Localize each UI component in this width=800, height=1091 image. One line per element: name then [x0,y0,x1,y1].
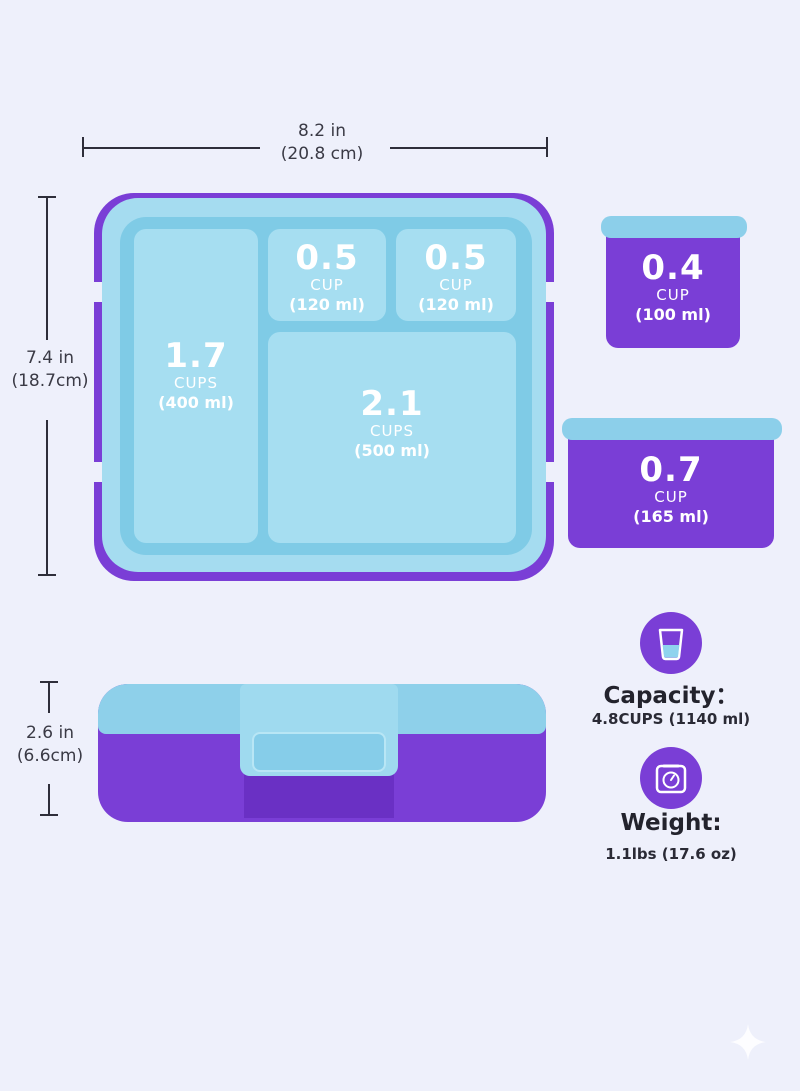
container-small-lid [601,216,747,238]
width-tick-right [546,137,548,157]
length-in: 7.4 in [26,348,74,368]
sparkle-icon [728,1022,768,1066]
compartment-label-4: 2.1 CUPS (500 ml) [354,384,430,460]
compartment-label-3: 0.5 CUP (120 ml) [418,238,494,314]
container-small-label: 0.4 CUP (100 ml) [635,248,711,324]
width-line-left [82,147,260,149]
length-tick-bottom [38,574,56,576]
weight-title: Weight: [620,810,722,836]
scale-icon [640,747,702,809]
box-notch-left-top [88,282,102,302]
compartment-label-1: 1.7 CUPS (400 ml) [158,336,234,412]
container-medium-body [568,434,774,548]
container-medium-label: 0.7 CUP (165 ml) [633,450,709,526]
compartment-label-2: 0.5 CUP (120 ml) [289,238,365,314]
latch-strap [244,772,394,818]
width-dimension-label: 8.2 in (20.8 cm) [262,120,382,166]
height-line-bottom [48,784,50,816]
box-notch-right-bottom [546,462,560,482]
latch-clip-bar [252,732,386,772]
weight-value: 1.1lbs (17.6 oz) [605,845,737,863]
cup-icon [640,612,702,674]
height-tick-bottom [40,814,58,816]
capacity-value: 4.8CUPS (1140 ml) [591,710,751,728]
length-dimension-label: 7.4 in (18.7cm) [4,347,96,393]
compartment-large-left [134,229,258,543]
compartment-main [268,332,516,543]
box-notch-right-top [546,282,560,302]
height-line-top [48,681,50,713]
container-small-body [606,232,740,348]
length-cm: (18.7cm) [11,371,89,391]
container-medium-lid [562,418,782,440]
capacity-title: Capacity： [603,683,739,709]
width-in: 8.2 in [298,121,346,141]
width-line-right [390,147,548,149]
compartment-small-2 [396,229,516,321]
height-cm: (6.6cm) [16,746,84,766]
height-dimension-label: 2.6 in (6.6cm) [4,722,96,768]
height-in: 2.6 in [26,723,74,743]
width-cm: (20.8 cm) [280,144,364,164]
compartment-small-1 [268,229,386,321]
box-notch-left-bottom [88,462,102,482]
length-line-bottom [46,420,48,576]
length-line-top [46,196,48,340]
